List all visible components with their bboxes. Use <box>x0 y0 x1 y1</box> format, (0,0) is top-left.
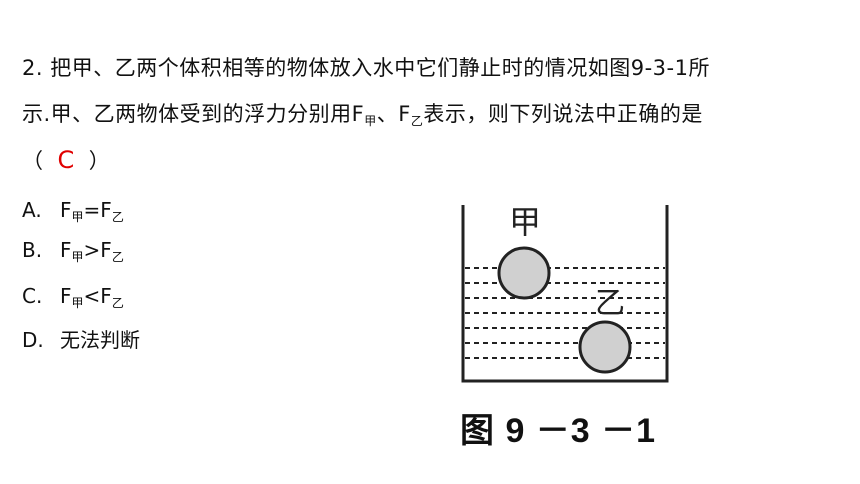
option-operator: > <box>83 238 101 262</box>
option-letter: B. <box>22 238 43 262</box>
question-text-2b: 、F <box>376 102 411 126</box>
subscript-yi: 乙 <box>410 114 424 128</box>
ball-yi <box>578 320 632 374</box>
option-sub2: 乙 <box>111 296 124 310</box>
option-a: A.F甲=F乙 <box>22 196 124 231</box>
paren-open: （ <box>22 149 44 173</box>
option-letter: A. <box>22 198 42 222</box>
option-sub1: 甲 <box>71 250 84 264</box>
option-f2: F <box>100 238 112 262</box>
question-text-2c: 表示，则下列说法中正确的是 <box>423 102 703 126</box>
answer-text: C <box>57 146 75 174</box>
option-operator: = <box>83 198 101 222</box>
option-letter: C. <box>22 284 43 308</box>
question-line-1: 2. 把甲、乙两个体积相等的物体放入水中它们静止时的情况如图9-3-1所 <box>22 53 710 83</box>
option-d: D. 无法判断 <box>22 326 140 354</box>
option-f2: F <box>100 198 112 222</box>
option-sub1: 甲 <box>71 210 84 224</box>
option-sub1: 甲 <box>71 296 84 310</box>
label-yi: 乙 <box>595 286 625 321</box>
beaker-diagram: 甲 乙 <box>461 203 669 383</box>
option-f2: F <box>100 284 112 308</box>
question-line-2: 示.甲、乙两物体受到的浮力分别用F甲、F乙表示，则下列说法中正确的是 <box>22 99 703 136</box>
water-lines <box>465 267 665 359</box>
label-jia: 甲 <box>509 203 541 241</box>
figure-caption: 图 9 －3 －1 <box>460 412 657 450</box>
question-text-2a: 示.甲、乙两物体受到的浮力分别用F <box>22 102 365 126</box>
option-sub2: 乙 <box>111 210 124 224</box>
option-operator: < <box>83 284 101 308</box>
option-f1: F <box>60 238 72 262</box>
option-letter: D. <box>22 328 44 352</box>
option-f1: F <box>60 198 72 222</box>
option-f1: F <box>60 284 72 308</box>
option-text: 无法判断 <box>60 328 140 352</box>
option-b: B.F甲>F乙 <box>22 236 124 271</box>
paren-close: ） <box>88 149 111 173</box>
option-sub2: 乙 <box>111 250 124 264</box>
subscript-jia: 甲 <box>364 114 377 128</box>
ball-jia <box>497 246 551 300</box>
question-number: 2. <box>22 56 44 80</box>
beaker-outline <box>461 205 669 383</box>
question-text-1: 把甲、乙两个体积相等的物体放入水中它们静止时的情况如图9-3-1所 <box>50 56 710 80</box>
answer-line: （ C ） <box>22 145 110 176</box>
option-c: C.F甲<F乙 <box>22 282 124 317</box>
